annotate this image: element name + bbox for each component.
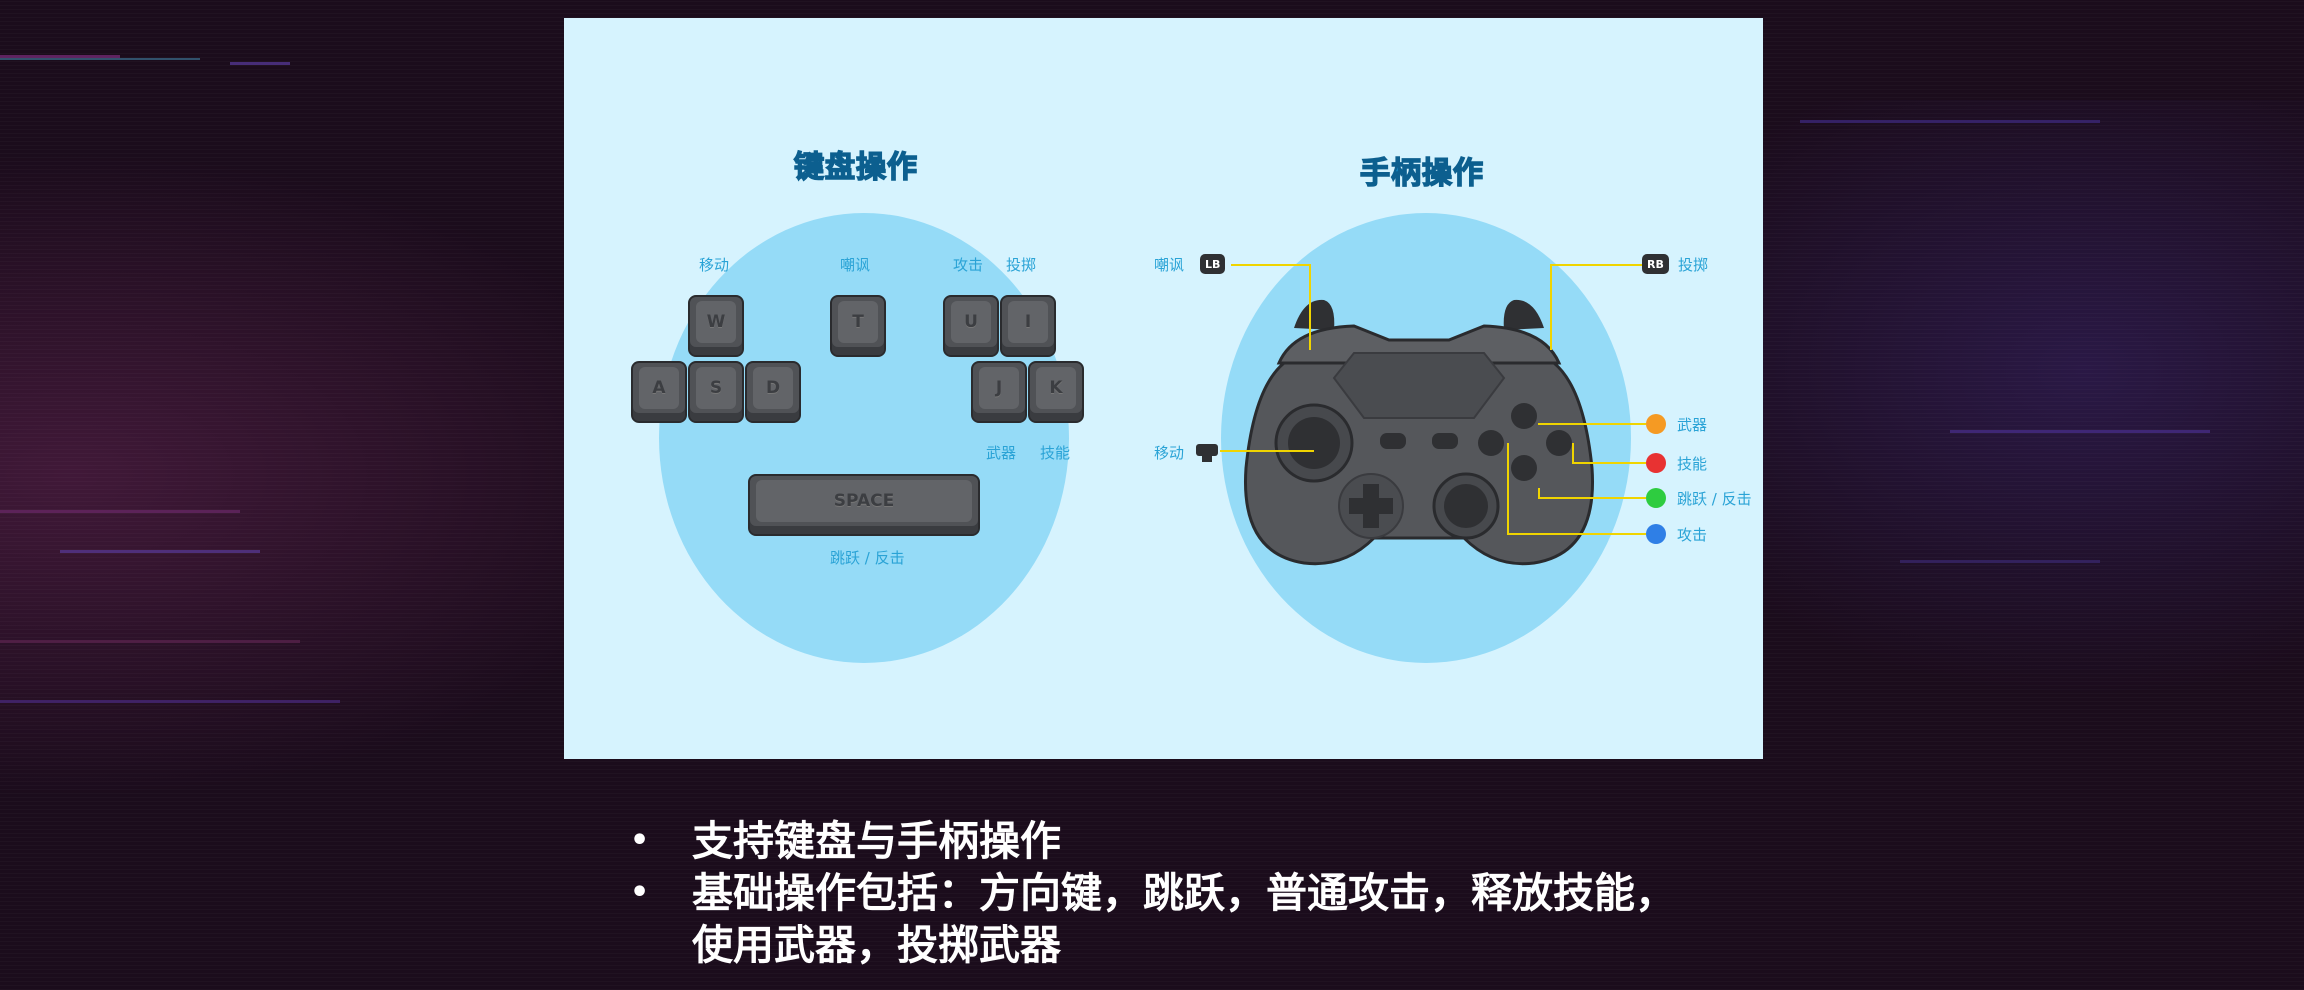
key-u-label: U <box>951 301 991 343</box>
kb-label-taunt: 嘲讽 <box>840 256 871 274</box>
key-k-label: K <box>1036 367 1076 409</box>
center-panel <box>1332 352 1506 419</box>
right-stick <box>1444 484 1488 528</box>
key-d-label: D <box>753 367 793 409</box>
key-space-label: SPACE <box>756 480 972 522</box>
gamepad-illustration <box>1243 299 1595 566</box>
select-button <box>1380 433 1406 449</box>
key-s-label: S <box>696 367 736 409</box>
lb-tag: LB <box>1200 254 1226 274</box>
gp-label-throw: 投掷 <box>1678 256 1709 274</box>
glitch-streak <box>0 640 300 643</box>
gp-label-taunt: 嘲讽 <box>1154 256 1185 274</box>
face-button-top <box>1511 403 1537 429</box>
kb-label-jump-counter: 跳跃 / 反击 <box>830 549 905 567</box>
key-a: A <box>631 361 687 423</box>
lb-connector <box>1309 264 1311 350</box>
key-space: SPACE <box>748 474 980 536</box>
bullet-text: 基础操作包括：方向键，跳跃，普通攻击，释放技能， <box>692 869 1676 917</box>
key-j-label: J <box>979 367 1019 409</box>
jump-counter-dot <box>1646 488 1666 508</box>
gamepad-title: 手柄操作 <box>1359 155 1484 192</box>
key-u: U <box>943 295 999 357</box>
gp-label-move: 移动 <box>1154 444 1185 462</box>
bullet-item: • 支持键盘与手柄操作 <box>630 815 1676 867</box>
bullet-item-continuation: 使用武器，投掷武器 <box>630 919 1676 971</box>
rb-connector <box>1550 264 1552 350</box>
jump-connector <box>1538 488 1540 498</box>
glitch-streak <box>230 62 290 65</box>
key-d: D <box>745 361 801 423</box>
glitch-streak <box>1900 560 2100 563</box>
feature-bullets: • 支持键盘与手柄操作 • 基础操作包括：方向键，跳跃，普通攻击，释放技能， 使… <box>630 815 1676 971</box>
face-button-left <box>1478 430 1504 456</box>
key-w-label: W <box>696 301 736 343</box>
key-i-label: I <box>1008 301 1048 343</box>
jump-connector <box>1538 497 1646 499</box>
weapon-dot <box>1646 414 1666 434</box>
bumpers <box>1276 324 1562 365</box>
right-trigger <box>1503 299 1544 330</box>
attack-connector <box>1507 443 1509 533</box>
key-k: K <box>1028 361 1084 423</box>
controls-panel: 键盘操作 移动 嘲讽 攻击 投掷 W A S D T U I J K 武器 技能… <box>564 18 1763 759</box>
keyboard-backdrop <box>659 213 1069 663</box>
kb-label-throw: 投掷 <box>1006 256 1037 274</box>
weapon-connector <box>1538 423 1646 425</box>
glitch-streak <box>0 510 240 513</box>
left-trigger <box>1294 299 1335 330</box>
glitch-streak <box>0 700 340 703</box>
rb-connector <box>1550 264 1642 266</box>
key-t-label: T <box>838 301 878 343</box>
gp-label-attack: 攻击 <box>1677 526 1708 544</box>
kb-label-skill: 技能 <box>1040 444 1071 462</box>
attack-connector <box>1507 533 1646 535</box>
bullet-item: • 基础操作包括：方向键，跳跃，普通攻击，释放技能， <box>630 867 1676 919</box>
keyboard-title: 键盘操作 <box>793 149 918 186</box>
skill-connector <box>1572 462 1646 464</box>
bullet-text: 支持键盘与手柄操作 <box>692 817 1061 865</box>
skill-dot <box>1646 453 1666 473</box>
gp-label-skill: 技能 <box>1677 455 1708 473</box>
attack-dot <box>1646 524 1666 544</box>
kb-label-attack: 攻击 <box>953 256 984 274</box>
start-button <box>1432 433 1458 449</box>
face-button-right <box>1546 430 1572 456</box>
lb-connector <box>1231 264 1311 266</box>
gp-label-jump-counter: 跳跃 / 反击 <box>1677 490 1752 508</box>
left-stick <box>1288 417 1340 469</box>
move-connector <box>1220 450 1314 452</box>
glitch-streak <box>0 55 120 58</box>
key-a-label: A <box>639 367 679 409</box>
glitch-streak <box>0 58 200 60</box>
stick-icon <box>1196 444 1218 456</box>
bullet-mark: • <box>630 875 650 910</box>
glitch-streak <box>1800 120 2100 123</box>
bullet-text: 使用武器，投掷武器 <box>692 921 1061 969</box>
face-button-bottom <box>1511 455 1537 481</box>
kb-label-move: 移动 <box>699 256 730 274</box>
glitch-streak <box>1950 430 2210 433</box>
key-s: S <box>688 361 744 423</box>
glitch-streak <box>60 550 260 553</box>
kb-label-weapon: 武器 <box>986 444 1017 462</box>
key-w: W <box>688 295 744 357</box>
key-i: I <box>1000 295 1056 357</box>
rb-tag: RB <box>1642 254 1669 274</box>
bullet-mark: • <box>630 823 650 858</box>
key-t: T <box>830 295 886 357</box>
key-j: J <box>971 361 1027 423</box>
dpad <box>1349 484 1393 528</box>
stick-icon-base <box>1202 456 1212 462</box>
gp-label-weapon: 武器 <box>1677 416 1708 434</box>
skill-connector <box>1572 443 1574 463</box>
